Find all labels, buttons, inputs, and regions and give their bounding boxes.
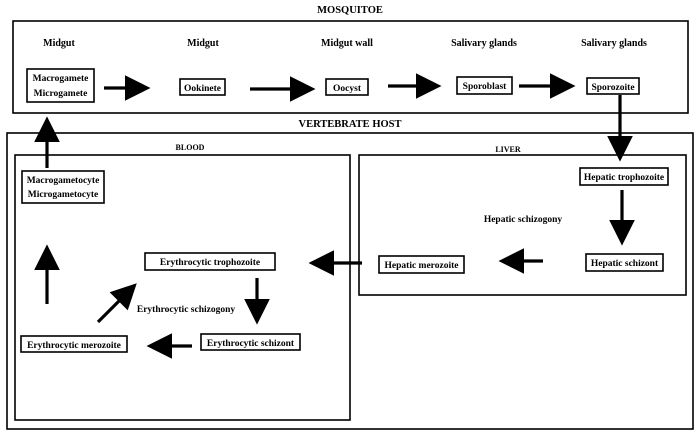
mosquito-title: MOSQUITOE	[317, 5, 383, 16]
microgametocyte-label: Microgametocyte	[28, 190, 99, 200]
erythrocytic-schizont-box	[200, 333, 301, 351]
macrogamete-microgamete-box	[26, 68, 95, 103]
ookinete-label: Ookinete	[184, 84, 221, 94]
macrogamete-label: Macrogamete	[33, 74, 89, 84]
erythrocytic-merozoite-box	[20, 335, 128, 353]
oocyst-box	[325, 78, 369, 96]
hepatic-trophozoite-label: Hepatic trophozoite	[584, 173, 664, 183]
liver-title: LIVER	[495, 145, 521, 154]
macrogametocyte-label: Macrogametocyte	[27, 176, 100, 186]
sporozoite-box	[586, 77, 640, 95]
mosquito-location-5: Salivary glands	[581, 38, 647, 49]
gametocyte-box	[21, 170, 105, 204]
hepatic-schizont-label: Hepatic schizont	[591, 259, 659, 269]
vertebrate-host-frame	[6, 132, 694, 430]
hepatic-trophozoite-box	[579, 167, 669, 186]
microgamete-label: Microgamete	[34, 89, 88, 99]
sporozoite-label: Sporozoite	[591, 83, 634, 93]
sporoblast-box	[456, 76, 513, 95]
mosquito-frame	[12, 20, 689, 114]
hepatic-merozoite-box	[378, 255, 465, 274]
hepatic-schizogony-label: Hepatic schizogony	[484, 215, 563, 225]
hepatic-schizont-box	[585, 253, 664, 272]
mosquito-location-4: Salivary glands	[451, 38, 517, 49]
liver-frame	[358, 154, 687, 296]
ookinete-box	[179, 78, 226, 96]
sporoblast-label: Sporoblast	[463, 82, 507, 92]
mosquito-location-1: Midgut	[43, 38, 75, 49]
erythrocytic-trophozoite-box	[144, 252, 276, 271]
blood-frame	[14, 154, 351, 421]
erythrocytic-schizont-label: Erythrocytic schizont	[207, 339, 295, 349]
erythrocytic-schizogony-label: Erythrocytic schizogony	[137, 305, 235, 315]
arrow-erythrocytic-merozoite-to-trophozoite	[96, 283, 137, 324]
erythrocytic-trophozoite-label: Erythrocytic trophozoite	[160, 258, 260, 268]
blood-title: BLOOD	[176, 143, 205, 152]
hepatic-merozoite-label: Hepatic merozoite	[385, 261, 459, 271]
vertebrate-host-title: VERTEBRATE HOST	[298, 119, 401, 130]
mosquito-location-2: Midgut	[187, 38, 219, 49]
mosquito-location-3: Midgut wall	[321, 38, 373, 49]
oocyst-label: Oocyst	[333, 84, 362, 94]
erythrocytic-merozoite-label: Erythrocytic merozoite	[27, 341, 121, 351]
